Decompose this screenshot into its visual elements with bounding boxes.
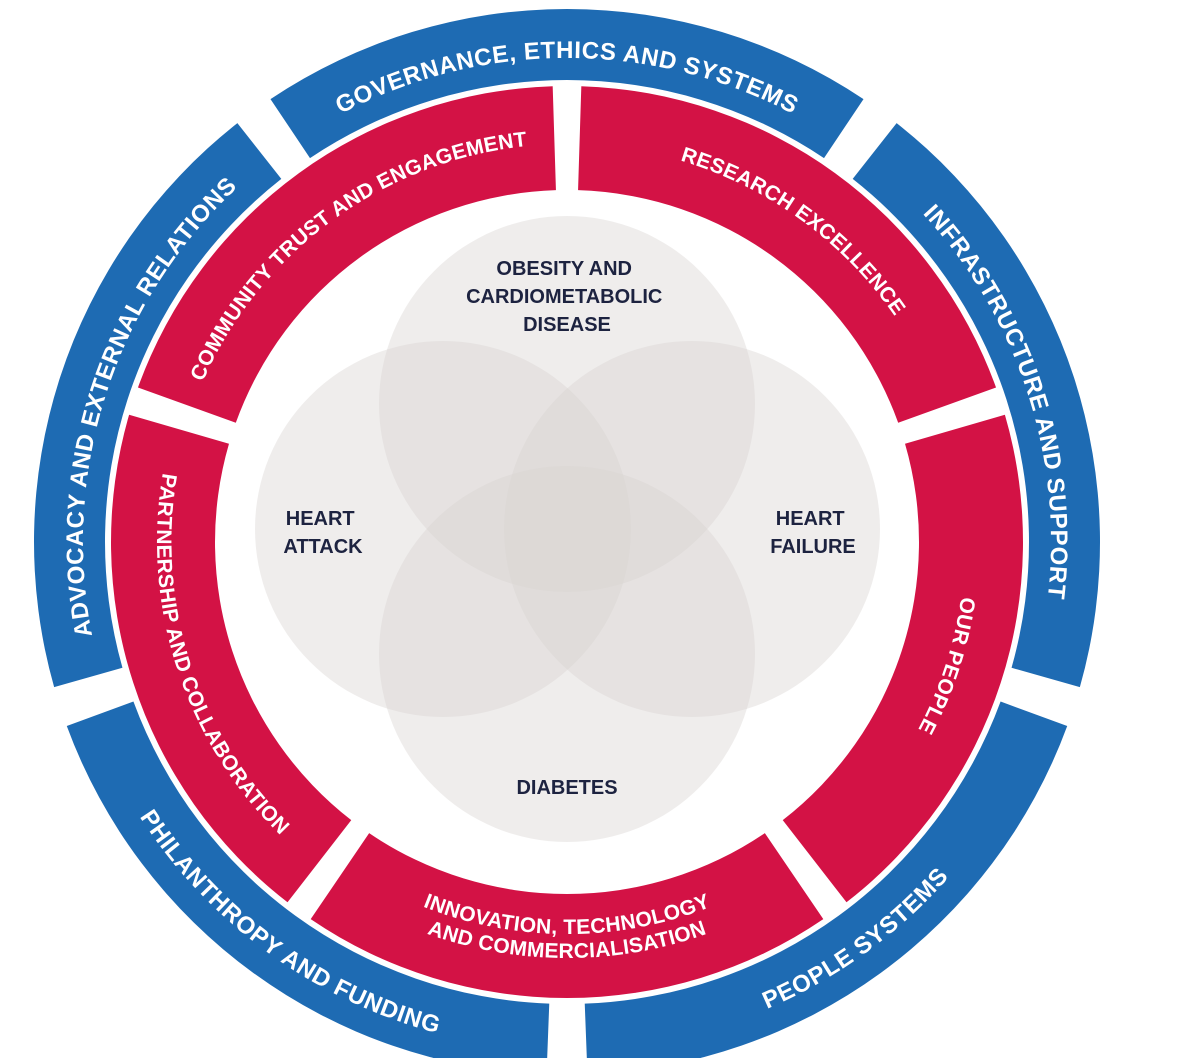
- venn-label-right: HEART FAILURE: [770, 508, 856, 558]
- venn-diagram: OBESITY AND CARDIOMETABOLIC DISEASE HEAR…: [255, 216, 880, 842]
- inner-ring: [111, 86, 1023, 999]
- outer-ring: [34, 9, 1100, 1058]
- venn-circle-left: [255, 341, 631, 717]
- inner-segment-partnership-and-collaboration: [111, 414, 352, 903]
- inner-segment-our-people: [782, 414, 1023, 903]
- outer-segment-governance-ethics-and-systems: [270, 9, 864, 159]
- inner-segment-innovation-technology: [310, 833, 824, 999]
- outer-segment-advocacy-and-external-relations: [34, 123, 282, 688]
- venn-label-bottom: DIABETES: [516, 777, 617, 799]
- venn-label-left: HEART ATTACK: [283, 508, 363, 558]
- venn-circle-right: [504, 341, 880, 717]
- inner-segment-research-excellence: [578, 86, 997, 423]
- outer-segment-people-systems: [584, 701, 1068, 1058]
- venn-label-top: OBESITY AND CARDIOMETABOLIC DISEASE: [466, 258, 668, 336]
- outer-segment-philanthropy-and-funding: [66, 701, 550, 1058]
- inner-segment-community-trust-and-engagement: [137, 86, 556, 423]
- outer-segment-infrastructure-and-support: [852, 123, 1100, 688]
- venn-circle-bottom: [379, 466, 755, 842]
- venn-circle-top: [379, 216, 755, 592]
